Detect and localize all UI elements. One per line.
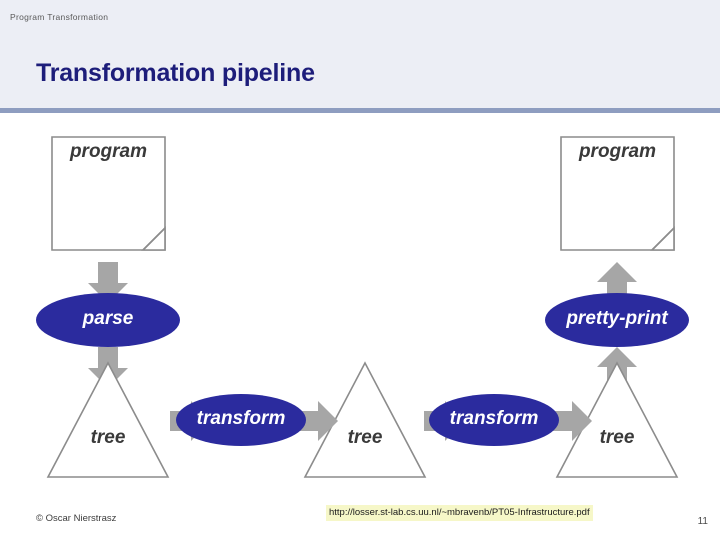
page-number: 11 bbox=[697, 516, 708, 527]
label-transform-2: transform bbox=[449, 408, 539, 429]
arrow-transform1-to-tree2 bbox=[297, 401, 338, 441]
node-parse bbox=[36, 293, 180, 347]
node-pretty-print bbox=[545, 293, 689, 347]
label-program-left: program bbox=[69, 141, 148, 162]
node-transform-2 bbox=[429, 394, 559, 446]
header-divider-highlight bbox=[0, 113, 720, 115]
breadcrumb: Program Transformation bbox=[10, 12, 109, 22]
label-tree-3: tree bbox=[599, 427, 635, 448]
header-divider bbox=[0, 108, 720, 113]
label-tree-2: tree bbox=[347, 427, 383, 448]
label-transform-1: transform bbox=[196, 408, 286, 429]
node-transform-1 bbox=[176, 394, 306, 446]
node-program-left bbox=[51, 136, 166, 251]
label-program-right: program bbox=[578, 141, 657, 162]
footer-source-url[interactable]: http://losser.st-lab.cs.uu.nl/~mbravenb/… bbox=[326, 505, 593, 521]
node-program-right bbox=[560, 136, 675, 251]
label-pretty-print: pretty-print bbox=[566, 308, 668, 329]
page-title: Transformation pipeline bbox=[36, 58, 315, 87]
label-parse: parse bbox=[82, 308, 134, 329]
node-tree-1 bbox=[46, 361, 170, 478]
arrow-prettyprint-to-program bbox=[597, 262, 637, 303]
arrow-transform2-to-tree3 bbox=[551, 401, 592, 441]
arrow-program-to-parse bbox=[88, 262, 128, 303]
transformation-pipeline-diagram: program parse tree transform tree transf… bbox=[0, 115, 720, 500]
footer-copyright: © Oscar Nierstrasz bbox=[36, 513, 117, 524]
header-band bbox=[0, 0, 720, 108]
label-tree-1: tree bbox=[90, 427, 126, 448]
diagram-canvas bbox=[36, 136, 689, 478]
